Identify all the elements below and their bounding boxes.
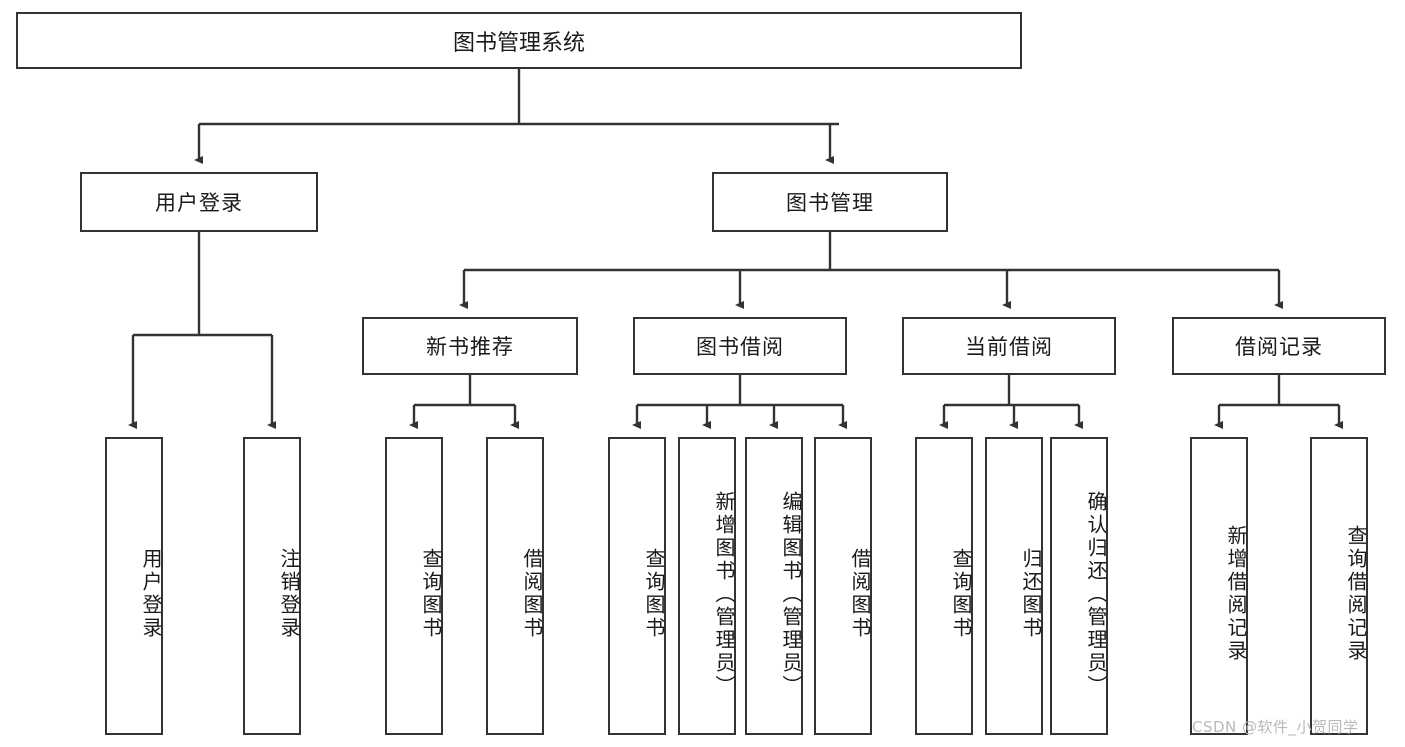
leaf-query-book-nb-label: 查询图书 [419, 548, 443, 640]
leaf-return-book[interactable]: 归还图书 [985, 437, 1043, 735]
leaf-user-login[interactable]: 用户登录 [105, 437, 163, 735]
leaf-add-borrow-record[interactable]: 新增借阅记录 [1190, 437, 1248, 735]
node-book-management[interactable]: 图书管理 [712, 172, 948, 232]
leaf-borrow-book-bw[interactable]: 借阅图书 [814, 437, 872, 735]
node-new-book-recommend[interactable]: 新书推荐 [362, 317, 578, 375]
leaf-borrow-book-nb[interactable]: 借阅图书 [486, 437, 544, 735]
leaf-edit-book-admin-label: 编辑图书（管理员） [779, 490, 803, 698]
leaf-edit-book-admin[interactable]: 编辑图书（管理员） [745, 437, 803, 735]
node-borrow-records-label: 借阅记录 [1235, 335, 1323, 359]
leaf-add-book-admin-label: 新增图书（管理员） [712, 490, 736, 698]
leaf-logout[interactable]: 注销登录 [243, 437, 301, 735]
leaf-confirm-return-admin[interactable]: 确认归还（管理员） [1050, 437, 1108, 735]
node-current-borrow[interactable]: 当前借阅 [902, 317, 1116, 375]
node-new-book-recommend-label: 新书推荐 [426, 335, 514, 359]
leaf-query-borrow-record-label: 查询借阅记录 [1344, 525, 1368, 663]
leaf-user-login-label: 用户登录 [139, 548, 163, 640]
node-user-login-label: 用户登录 [155, 191, 243, 215]
node-user-login[interactable]: 用户登录 [80, 172, 318, 232]
node-book-borrow-label: 图书借阅 [696, 335, 784, 359]
leaf-query-book-cb-label: 查询图书 [949, 548, 973, 640]
leaf-return-book-label: 归还图书 [1019, 548, 1043, 640]
leaf-query-book-cb[interactable]: 查询图书 [915, 437, 973, 735]
leaf-add-borrow-record-label: 新增借阅记录 [1224, 525, 1248, 663]
leaf-query-book-bw[interactable]: 查询图书 [608, 437, 666, 735]
node-current-borrow-label: 当前借阅 [965, 335, 1053, 359]
node-book-borrow[interactable]: 图书借阅 [633, 317, 847, 375]
leaf-query-borrow-record[interactable]: 查询借阅记录 [1310, 437, 1368, 735]
leaf-add-book-admin[interactable]: 新增图书（管理员） [678, 437, 736, 735]
leaf-confirm-return-admin-label: 确认归还（管理员） [1084, 490, 1108, 698]
csdn-watermark: CSDN @软件_小贺同学 [1192, 718, 1359, 736]
leaf-logout-label: 注销登录 [277, 548, 301, 640]
leaf-query-book-nb[interactable]: 查询图书 [385, 437, 443, 735]
leaf-borrow-book-bw-label: 借阅图书 [848, 548, 872, 640]
node-root[interactable]: 图书管理系统 [16, 12, 1022, 69]
node-book-management-label: 图书管理 [786, 191, 874, 215]
node-borrow-records[interactable]: 借阅记录 [1172, 317, 1386, 375]
leaf-query-book-bw-label: 查询图书 [642, 548, 666, 640]
leaf-borrow-book-nb-label: 借阅图书 [520, 548, 544, 640]
node-root-label: 图书管理系统 [452, 30, 585, 56]
